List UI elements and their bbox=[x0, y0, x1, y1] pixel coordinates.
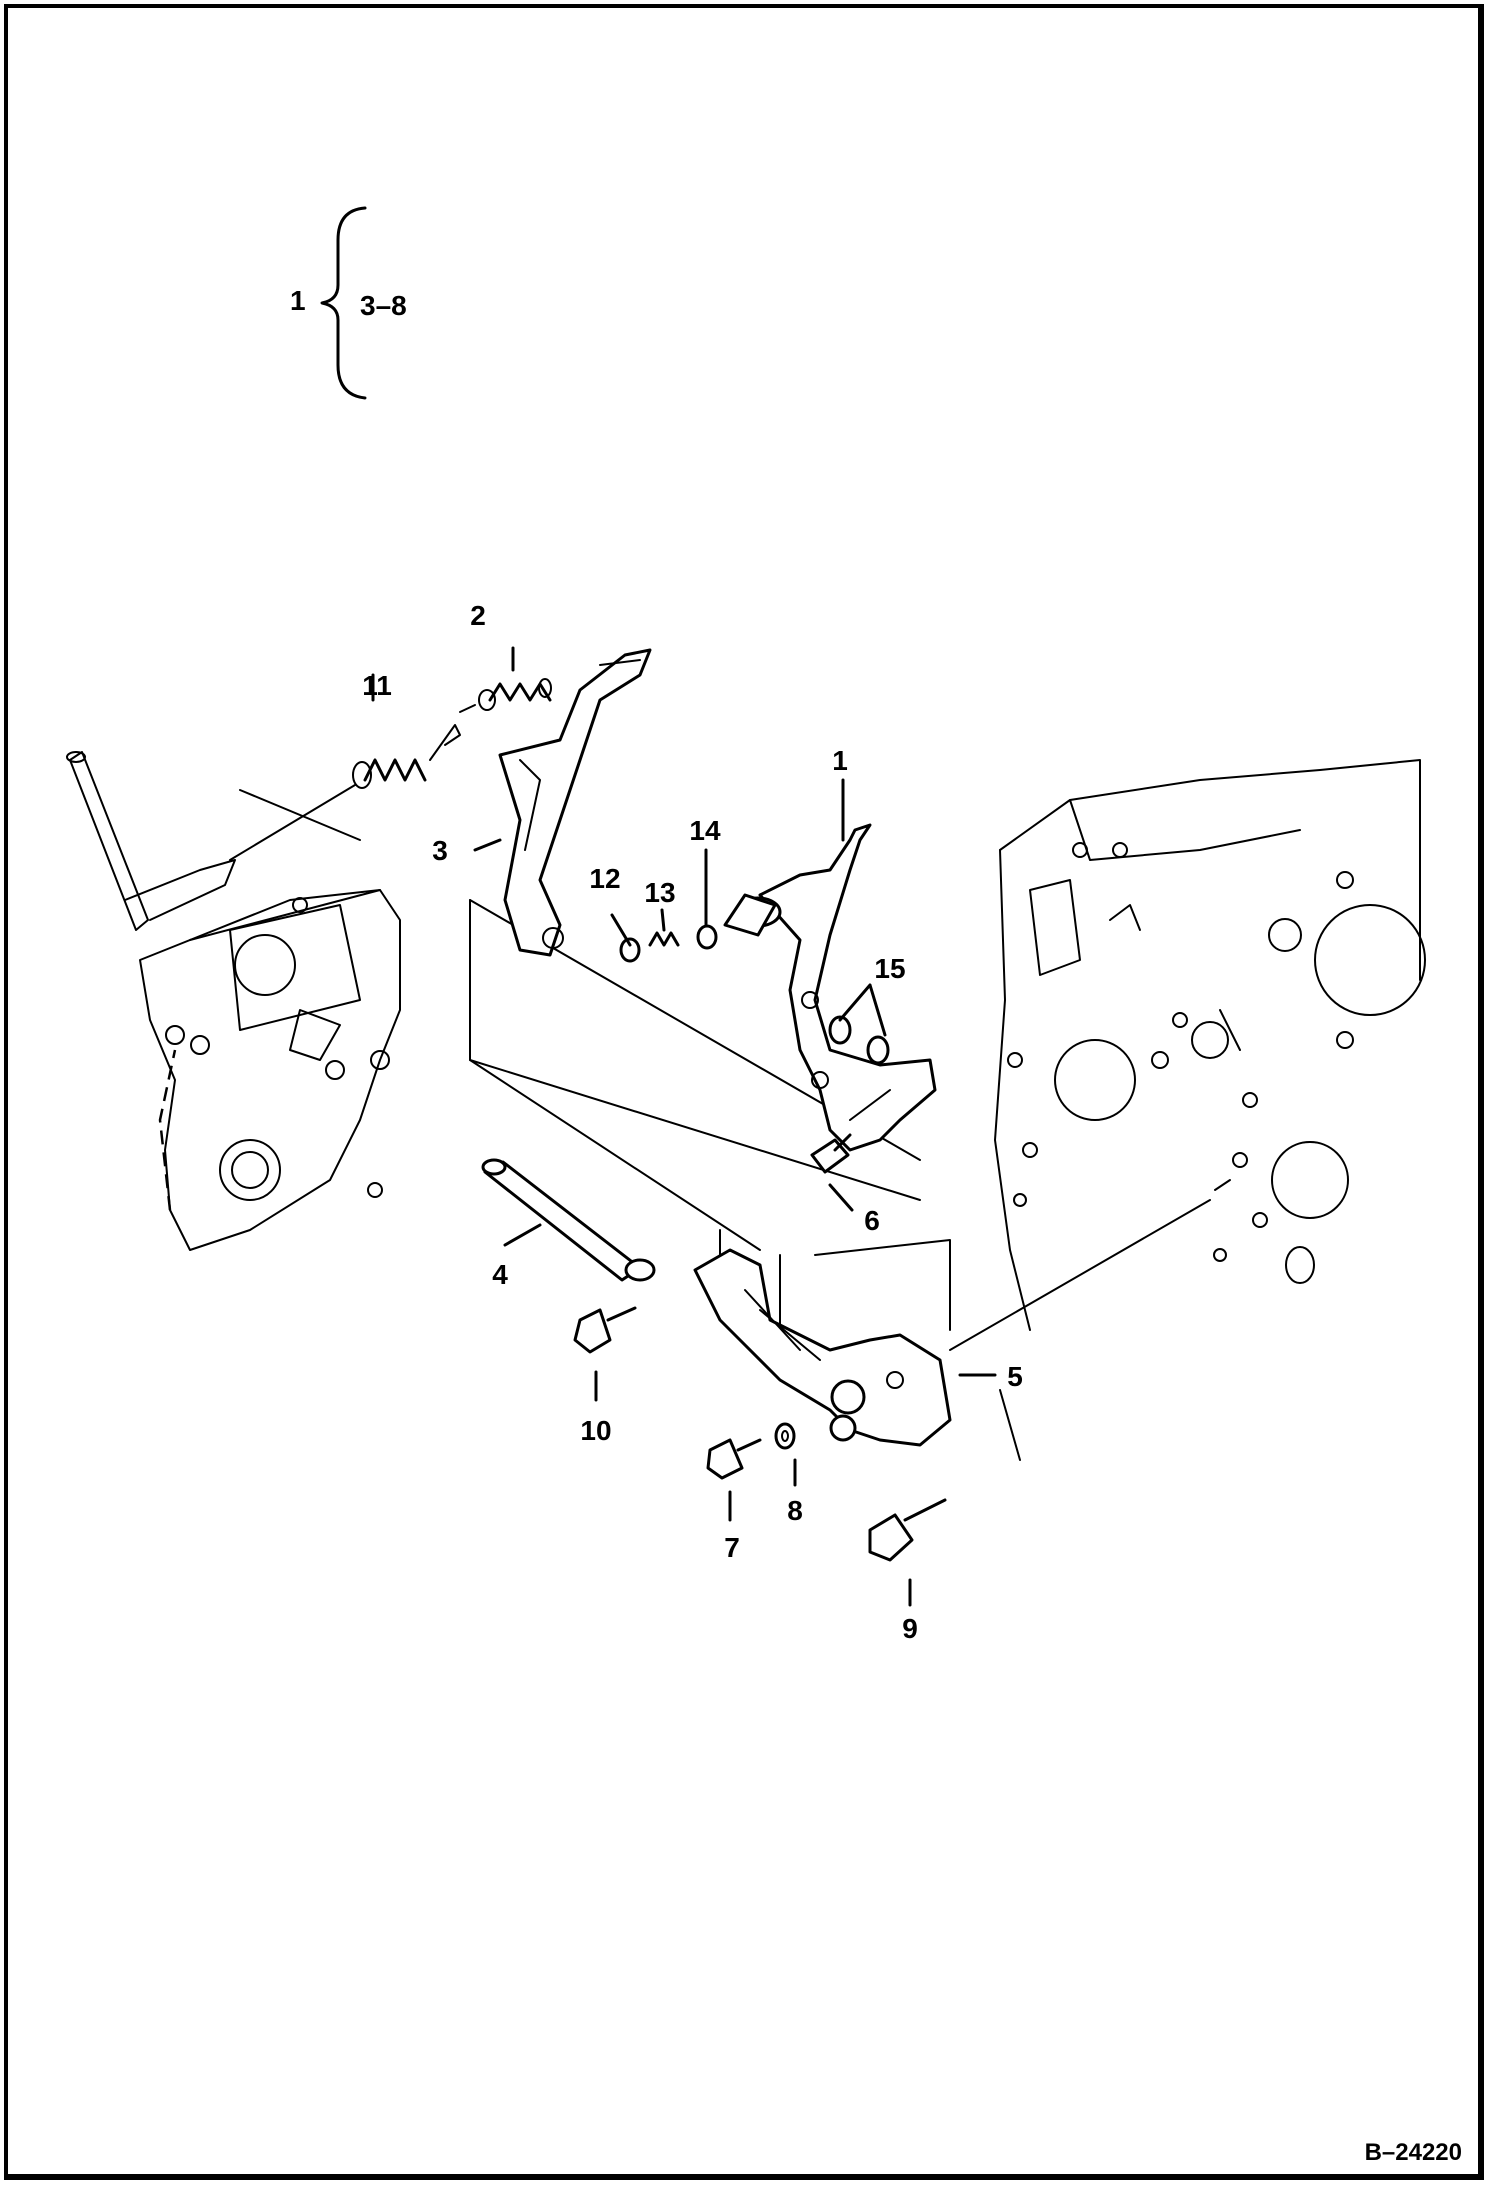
part-10-bolt bbox=[573, 1306, 637, 1354]
parts-12-13-14 bbox=[619, 924, 718, 963]
leader-13 bbox=[660, 908, 666, 932]
callout-14: 14 bbox=[689, 815, 721, 846]
leader-6 bbox=[828, 1183, 854, 1212]
part-8-washer bbox=[774, 1422, 796, 1450]
callout-4: 4 bbox=[492, 1259, 508, 1290]
part-7-bolt bbox=[706, 1438, 762, 1480]
callout-2: 2 bbox=[470, 600, 486, 631]
leader-12 bbox=[610, 913, 632, 947]
assembly-legend: 1 3–8 bbox=[290, 206, 407, 400]
callout-12: 12 bbox=[589, 863, 620, 894]
leader-4 bbox=[503, 1223, 542, 1247]
callout-15: 15 bbox=[874, 953, 905, 984]
diagram-border bbox=[4, 4, 1484, 2180]
callout-3: 3 bbox=[432, 835, 448, 866]
callout-8: 8 bbox=[787, 1495, 803, 1526]
callout-9: 9 bbox=[902, 1613, 918, 1644]
part-12-ball bbox=[619, 937, 641, 963]
part-6-screw bbox=[810, 1133, 852, 1174]
callout-5: 5 bbox=[1007, 1361, 1023, 1392]
part-11-spring bbox=[229, 724, 461, 861]
right-engine-block bbox=[994, 759, 1426, 1331]
callout-11: 11 bbox=[362, 670, 392, 701]
part-1-fork-lever bbox=[723, 823, 937, 1152]
part-9-bolt bbox=[868, 1498, 947, 1562]
figure-id: B–24220 bbox=[1365, 2139, 1462, 2166]
part-14-plunger bbox=[696, 924, 718, 950]
left-gear-case bbox=[66, 751, 401, 1251]
leader-3 bbox=[473, 838, 502, 852]
callout-1: 1 bbox=[832, 745, 848, 776]
part-3-governor-lever bbox=[498, 648, 652, 957]
callout-13: 13 bbox=[644, 877, 675, 908]
callout-10: 10 bbox=[580, 1415, 611, 1446]
part-5-bracket bbox=[693, 1248, 952, 1447]
leader-15 bbox=[838, 983, 887, 1037]
curly-brace bbox=[320, 206, 367, 400]
callout-7: 7 bbox=[724, 1532, 740, 1563]
assembly-guide-lines bbox=[239, 789, 1231, 1461]
legend-parent-label: 1 bbox=[290, 285, 306, 316]
callout-labels: 2 11 1 14 3 12 13 15 6 4 5 10 8 7 9 bbox=[362, 600, 1023, 1644]
part-2-spring bbox=[459, 678, 552, 713]
part-13-spring bbox=[648, 931, 680, 947]
legend-range-label: 3–8 bbox=[360, 290, 407, 321]
part-4-shaft bbox=[481, 1158, 656, 1282]
part-15-pins bbox=[828, 1015, 890, 1065]
leader-lines bbox=[371, 646, 997, 1607]
callout-6: 6 bbox=[864, 1205, 880, 1236]
